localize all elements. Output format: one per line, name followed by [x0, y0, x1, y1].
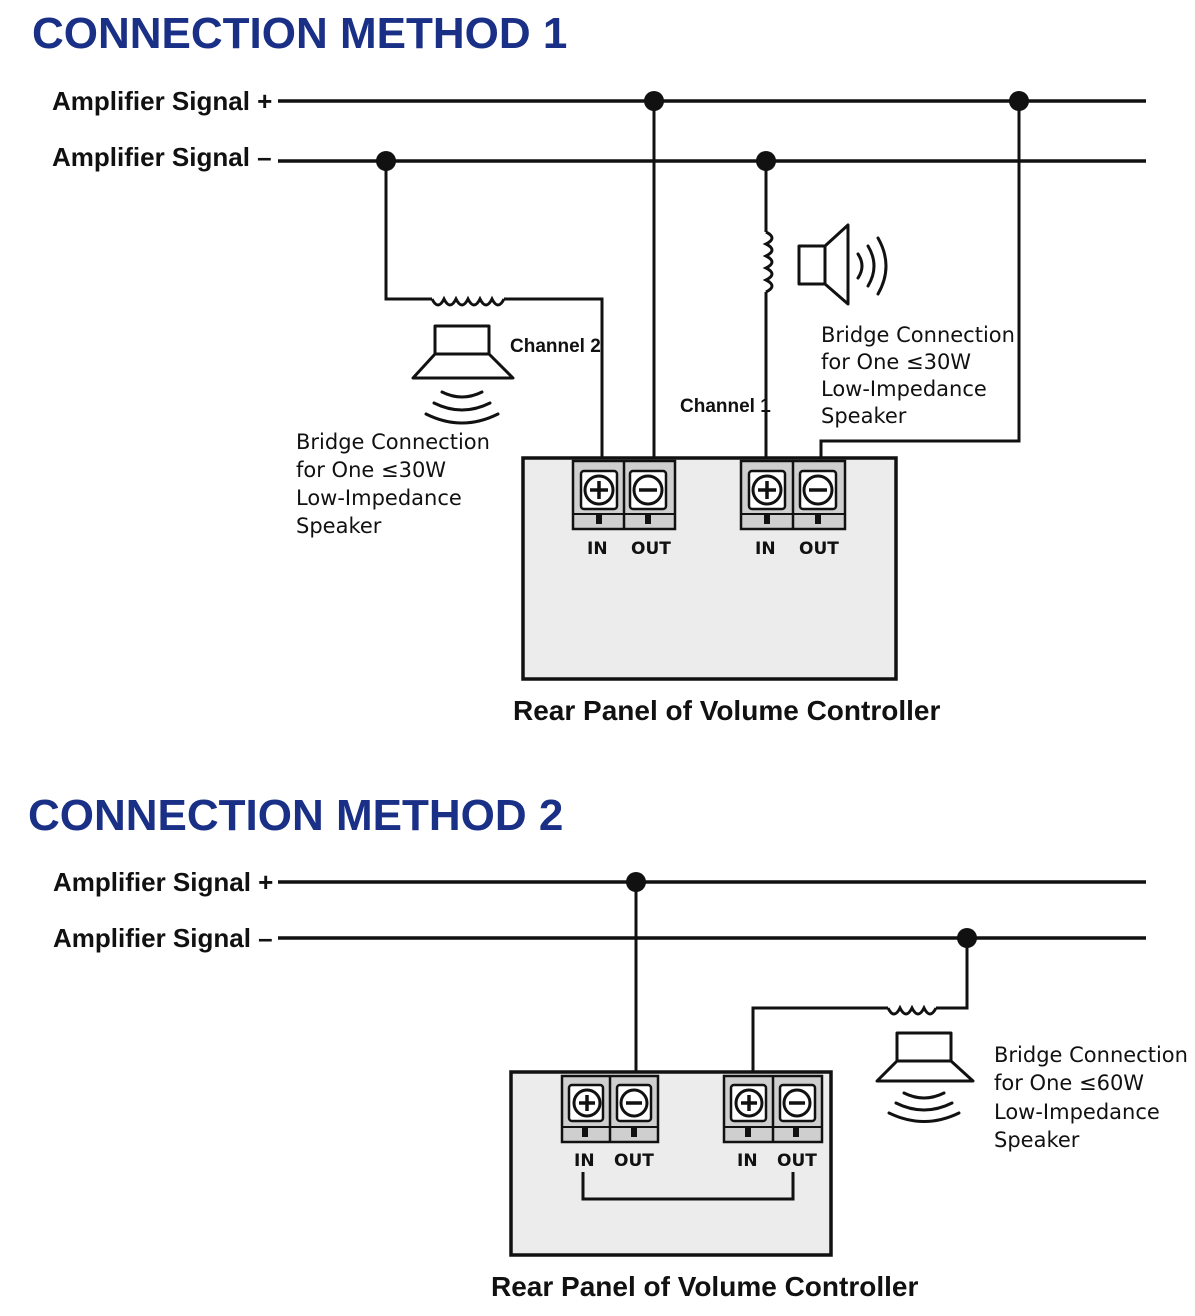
terminal-in-label: IN [755, 539, 776, 559]
svg-text:for One ≤30W: for One ≤30W [296, 458, 446, 482]
speaker-icon [411, 324, 515, 425]
method1-left-note: Bridge Connection for One ≤30W Low-Imped… [296, 430, 490, 538]
svg-text:Speaker: Speaker [296, 514, 382, 538]
method1-terminal-block-1: IN OUT [571, 459, 677, 559]
svg-text:Low-Impedance: Low-Impedance [994, 1100, 1160, 1124]
svg-text:for One ≤60W: for One ≤60W [994, 1071, 1144, 1095]
method2-right-note: Bridge Connection for One ≤60W Low-Imped… [994, 1043, 1188, 1152]
method1-left-wire [504, 297, 604, 460]
method1-right-note: Bridge Connection for One ≤30W Low-Imped… [821, 323, 1015, 428]
terminal-out-label: OUT [777, 1151, 817, 1171]
channel2-label: Channel 2 [510, 336, 601, 357]
svg-text:Bridge Connection: Bridge Connection [994, 1043, 1188, 1067]
plus-icon [751, 474, 783, 506]
method1-ch1-out-wire [819, 101, 1021, 460]
coil-icon [762, 230, 774, 294]
method1-left-wire [384, 161, 432, 301]
svg-text:Speaker: Speaker [994, 1128, 1080, 1152]
method2-title: CONNECTION METHOD 2 [28, 791, 563, 840]
minus-icon [619, 1088, 649, 1118]
method1-signal-plus-label: Amplifier Signal + [52, 86, 272, 116]
method1-section: CONNECTION METHOD 1 Amplifier Signal + A… [32, 9, 1146, 726]
method2-panel-label: Rear Panel of Volume Controller [491, 1271, 918, 1302]
terminal-out-label: OUT [631, 539, 671, 559]
method2-terminal-block-1: IN OUT [560, 1074, 660, 1171]
terminal-in-label: IN [587, 539, 608, 559]
channel1-label: Channel 1 [680, 396, 771, 417]
method1-terminal-block-2: IN OUT [739, 459, 847, 559]
minus-icon [802, 474, 834, 506]
method1-title: CONNECTION METHOD 1 [32, 9, 567, 58]
coil-icon [430, 295, 506, 307]
method2-internal-jumper [581, 1172, 795, 1201]
minus-icon [782, 1088, 812, 1118]
speaker-icon [875, 1031, 975, 1123]
plus-icon [572, 1088, 602, 1118]
plus-icon [583, 474, 615, 506]
svg-text:Bridge Connection: Bridge Connection [296, 430, 490, 454]
svg-text:for One ≤30W: for One ≤30W [821, 350, 971, 374]
terminal-in-label: IN [737, 1151, 758, 1171]
minus-icon [632, 474, 664, 506]
terminal-in-label: IN [574, 1151, 595, 1171]
method1-signal-minus-label: Amplifier Signal – [52, 142, 272, 172]
method2-speaker-wire [751, 1006, 888, 1075]
svg-text:Low-Impedance: Low-Impedance [821, 377, 987, 401]
method2-signal-minus-label: Amplifier Signal – [53, 923, 273, 953]
method2-section: CONNECTION METHOD 2 Amplifier Signal + A… [28, 791, 1188, 1302]
svg-text:Bridge Connection: Bridge Connection [821, 323, 1015, 347]
terminal-out-label: OUT [799, 539, 839, 559]
method1-panel-label: Rear Panel of Volume Controller [513, 695, 940, 726]
svg-text:Speaker: Speaker [821, 404, 907, 428]
terminal-out-label: OUT [614, 1151, 654, 1171]
svg-text:Low-Impedance: Low-Impedance [296, 486, 462, 510]
speaker-icon [797, 223, 888, 306]
method2-terminal-block-2: IN OUT [722, 1074, 824, 1171]
coil-icon [886, 1004, 938, 1016]
plus-icon [734, 1088, 764, 1118]
method2-speaker-wire [936, 938, 969, 1010]
method2-signal-plus-label: Amplifier Signal + [53, 867, 273, 897]
